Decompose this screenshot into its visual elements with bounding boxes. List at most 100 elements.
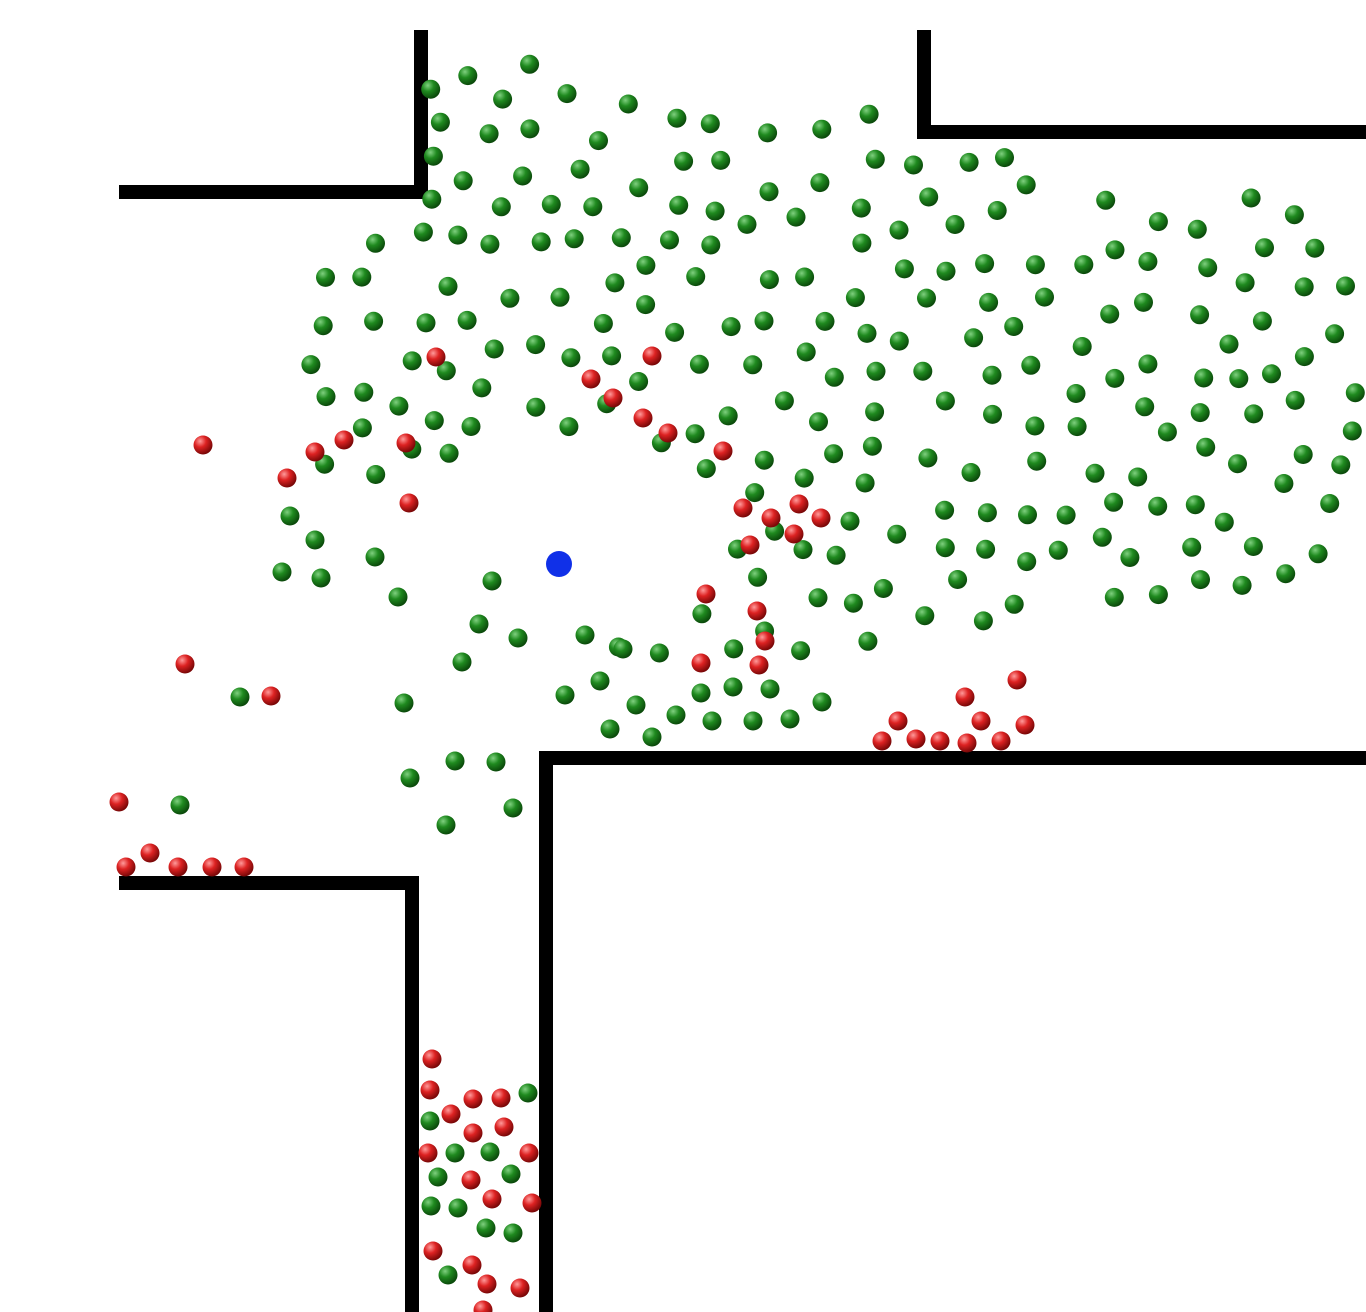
green-agent <box>724 639 743 658</box>
green-agent <box>1017 552 1036 571</box>
red-agent <box>582 370 601 389</box>
green-agent <box>852 234 871 253</box>
red-agent <box>483 1190 502 1209</box>
green-agent <box>1242 189 1261 208</box>
green-agent <box>1105 369 1124 388</box>
green-agent <box>504 799 523 818</box>
green-agent <box>841 512 860 531</box>
green-agent <box>983 366 1002 385</box>
green-agent <box>692 684 711 703</box>
green-agent <box>1138 355 1157 374</box>
red-agent <box>956 688 975 707</box>
green-agent <box>706 202 725 221</box>
red-agent <box>748 602 767 621</box>
green-agent <box>827 546 846 565</box>
green-agent <box>500 289 519 308</box>
green-agent <box>975 254 994 273</box>
green-agent <box>571 160 590 179</box>
red-agent <box>873 732 892 751</box>
green-agent <box>480 124 499 143</box>
red-agent <box>117 858 136 877</box>
green-agent <box>738 215 757 234</box>
green-agent <box>667 706 686 725</box>
green-agent <box>526 398 545 417</box>
green-agent <box>1276 564 1295 583</box>
green-agent <box>946 215 965 234</box>
red-agent <box>889 712 908 731</box>
green-agent <box>421 1112 440 1131</box>
green-agent <box>281 507 300 526</box>
green-agent <box>477 1219 496 1238</box>
green-agent <box>431 113 450 132</box>
green-agent <box>669 196 688 215</box>
green-agent <box>504 1224 523 1243</box>
green-agent <box>389 588 408 607</box>
green-agent <box>583 197 602 216</box>
green-agent <box>701 114 720 133</box>
green-agent <box>1049 541 1068 560</box>
green-agent <box>421 80 440 99</box>
green-agent <box>532 232 551 251</box>
red-agent <box>790 495 809 514</box>
green-agent <box>1236 273 1255 292</box>
green-agent <box>306 531 325 550</box>
green-agent <box>866 150 885 169</box>
green-agent <box>403 351 422 370</box>
green-agent <box>1274 474 1293 493</box>
green-agent <box>1191 403 1210 422</box>
green-agent <box>948 570 967 589</box>
green-agent <box>519 1084 538 1103</box>
green-agent <box>1120 548 1139 567</box>
red-agent <box>643 347 662 366</box>
green-agent <box>354 383 373 402</box>
red-agent <box>714 442 733 461</box>
green-agent <box>1325 324 1344 343</box>
green-agent <box>1190 305 1209 324</box>
green-agent <box>429 1168 448 1187</box>
red-agent <box>278 469 297 488</box>
red-agent <box>306 443 325 462</box>
green-agent <box>502 1165 521 1184</box>
green-agent <box>312 569 331 588</box>
green-agent <box>660 231 679 250</box>
red-agent <box>992 732 1011 751</box>
green-agent <box>1228 454 1247 473</box>
green-agent <box>1158 423 1177 442</box>
green-agent <box>860 105 879 124</box>
green-agent <box>650 644 669 663</box>
green-agent <box>1105 588 1124 607</box>
red-agent <box>495 1118 514 1137</box>
green-agent <box>1331 455 1350 474</box>
green-agent <box>273 563 292 582</box>
green-agent <box>612 228 631 247</box>
green-agent <box>551 288 570 307</box>
red-agent <box>692 654 711 673</box>
green-agent <box>988 201 1007 220</box>
red-agent <box>634 409 653 428</box>
green-agent <box>352 268 371 287</box>
green-agent <box>978 503 997 522</box>
green-agent <box>795 469 814 488</box>
green-agent <box>895 259 914 278</box>
green-agent <box>171 796 190 815</box>
green-agent <box>454 171 473 190</box>
green-agent <box>520 119 539 138</box>
red-agent <box>400 494 419 513</box>
green-agent <box>813 693 832 712</box>
green-agent <box>1295 347 1314 366</box>
green-agent <box>743 355 762 374</box>
red-agent <box>463 1256 482 1275</box>
red-agent <box>762 509 781 528</box>
green-agent <box>724 678 743 697</box>
green-agent <box>874 579 893 598</box>
green-agent <box>856 474 875 493</box>
red-agent <box>756 632 775 651</box>
green-agent <box>686 424 705 443</box>
green-agent <box>422 1197 441 1216</box>
green-agent <box>809 588 828 607</box>
green-agent <box>1149 585 1168 604</box>
green-agent <box>1100 305 1119 324</box>
red-agent <box>141 844 160 863</box>
green-agent <box>1309 544 1328 563</box>
green-agent <box>1004 317 1023 336</box>
